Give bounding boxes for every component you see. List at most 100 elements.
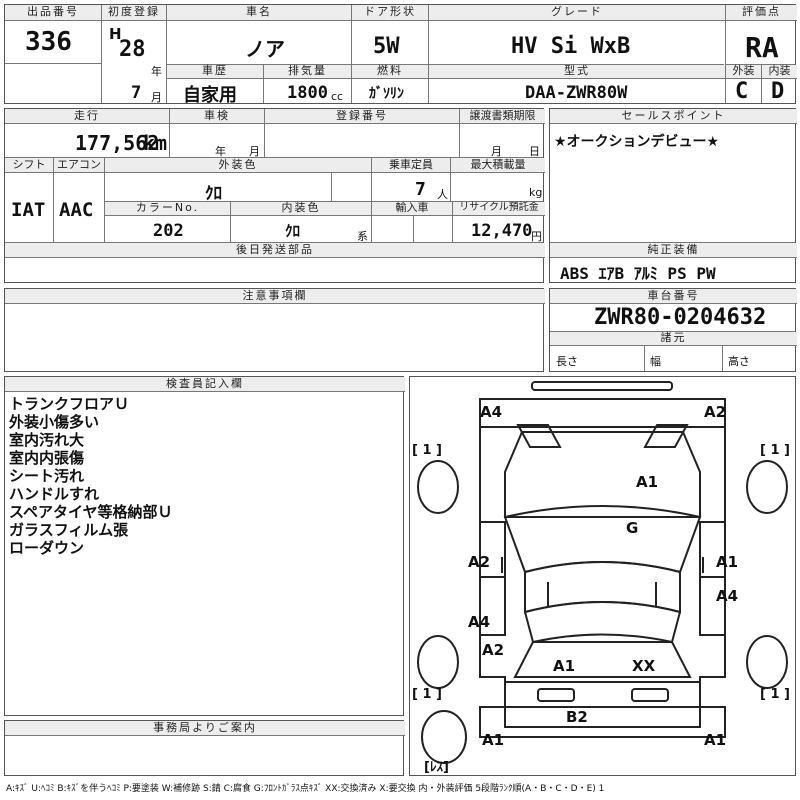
sales-point-header: セールスポイント [550,109,797,124]
rating-header: 評価点 [726,5,797,21]
inspector-note-line: シート汚れ [9,467,85,485]
color-no-header: カラーNo. [105,202,230,216]
inspector-notes: トランクフロアＵ 外装小傷多い 室内汚れ大 室内内張傷 シート汚れ ハンドルすれ… [9,395,173,557]
int-color: ｸﾛ [285,222,301,240]
reg-month: 7 [131,83,142,103]
spec-header: 諸元 [550,332,797,346]
later-parts-header: 後日発送部品 [5,243,545,258]
vehicle-details-box: 走行 車検 登録番号 譲渡書類期限 177,562 km 年 月 月 日 シフト… [4,108,545,283]
transfer-day-unit: 日 [529,145,540,158]
car-diagram: A4 A2 A1 G A2 A1 A4 A4 A2 A1 XX B2 A1 A1… [412,381,790,775]
damage-mark: A1 [553,657,575,675]
first-reg-header: 初度登録 [102,5,166,21]
shift: IAT [11,199,46,221]
recycle: 12,470 [471,221,533,241]
history: 自家用 [183,85,237,106]
chassis-number: ZWR80-0204632 [594,305,767,330]
load-header: 最大積載量 [451,158,545,173]
capacity: 7 [415,179,426,200]
ext-grade-header: 外装 [726,65,761,79]
int-grade: D [771,79,785,104]
damage-mark: A4 [716,587,738,605]
ext-color-header: 外装色 [105,158,371,173]
reg-year: 28 [119,37,146,62]
mileage-header: 走行 [5,109,169,124]
chassis-header: 車台番号 [550,289,797,304]
year-unit: 年 [151,65,162,78]
insp-month-unit: 月 [249,145,260,158]
inspector-note-line: 室内汚れ大 [9,431,85,449]
inspector-note-line: ローダウン [9,539,85,557]
transfer-header: 譲渡書類期限 [460,109,545,124]
chassis-box: 車台番号 ZWR80-0204632 諸元 長さ 幅 高さ [549,288,797,372]
tire-mark: [ 1 ] [760,443,790,458]
grade: HV Si WxB [511,34,631,59]
inspector-note-line: スペアタイヤ等格納部Ｕ [9,503,173,521]
int-color-suffix: 系 [357,230,368,243]
inspector-note-line: 外装小傷多い [9,413,100,431]
tire-mark: [ 1 ] [412,687,442,702]
transfer-month-unit: 月 [491,145,502,158]
equipment: ABS ｴｱB ｱﾙﾐ PS PW [560,264,716,283]
car-name: ノア [245,37,285,61]
reg-no-header: 登録番号 [265,109,459,124]
month-unit: 月 [151,91,162,104]
inspector-header: 検査員記入欄 [5,377,405,392]
damage-mark: A2 [468,553,490,571]
inspector-box: 検査員記入欄 トランクフロアＵ 外装小傷多い 室内汚れ大 室内内張傷 シート汚れ… [4,376,405,716]
sales-point-box: セールスポイント ★オークションデビュー★ 純正装備 ABS ｴｱB ｱﾙﾐ P… [549,108,797,283]
height-label: 高さ [728,355,750,368]
damage-mark: A2 [482,641,504,659]
door-header: ドア形状 [352,5,428,21]
damage-mark: XX [632,657,656,675]
inspection-header: 車検 [170,109,264,124]
notes-header: 注意事項欄 [5,289,545,304]
length-label: 長さ [556,355,578,368]
yen-unit: 円 [531,230,542,243]
person-unit: 人 [437,188,448,201]
tire-mark: [ 1 ] [760,687,790,702]
office-box: 事務局よりご案内 [4,720,405,776]
ext-grade: C [735,79,749,104]
notes-box: 注意事項欄 [4,288,545,372]
door-type: 5W [373,34,400,59]
damage-mark: A1 [636,473,658,491]
damage-mark: A1 [482,731,504,749]
office-header: 事務局よりご案内 [5,721,405,736]
car-name-header: 車名 [167,5,351,21]
shift-header: シフト [5,158,53,173]
mileage: 177,562 [75,131,160,155]
damage-diagram-box: A4 A2 A1 G A2 A1 A4 A4 A2 A1 XX B2 A1 A1… [409,376,796,776]
recycle-header: リサイクル預託金 [453,202,545,216]
displacement-header: 排気量 [264,65,351,79]
damage-mark: A4 [480,403,502,421]
fuel-header: 燃料 [352,65,428,79]
tire-mark: [ 1 ] [412,443,442,458]
model-header: 型式 [429,65,725,79]
lot-header: 出品番号 [5,5,101,21]
damage-mark: B2 [566,708,588,726]
damage-mark: A1 [716,553,738,571]
capacity-header: 乗車定員 [372,158,450,173]
km-unit: km [143,131,168,155]
grade-header: グレード [429,5,725,21]
history-header: 車歴 [167,65,263,79]
damage-mark: G [626,519,638,537]
inspector-note-line: 室内内張傷 [9,449,85,467]
int-grade-header: 内装 [762,65,797,79]
damage-mark: A2 [704,403,726,421]
width-label: 幅 [650,355,661,368]
model: DAA-ZWR80W [525,83,628,103]
ac-header: エアコン [54,158,104,173]
fuel: ｶﾞｿﾘﾝ [369,86,404,102]
ac: AAC [59,199,94,221]
int-color-header: 内装色 [231,202,371,216]
inspector-note-line: トランクフロアＵ [9,395,130,413]
rating: RA [745,31,779,64]
import-header: 輸入車 [372,202,452,216]
header-info-box: 出品番号 初度登録 車名 ドア形状 グレード 評価点 336 H 28 年 7 … [4,4,797,106]
era-letter: H [109,25,122,43]
inspector-note-line: ガラスフィルム張 [9,521,129,539]
equipment-header: 純正装備 [550,243,797,258]
sales-point: ★オークションデビュー★ [554,134,720,150]
